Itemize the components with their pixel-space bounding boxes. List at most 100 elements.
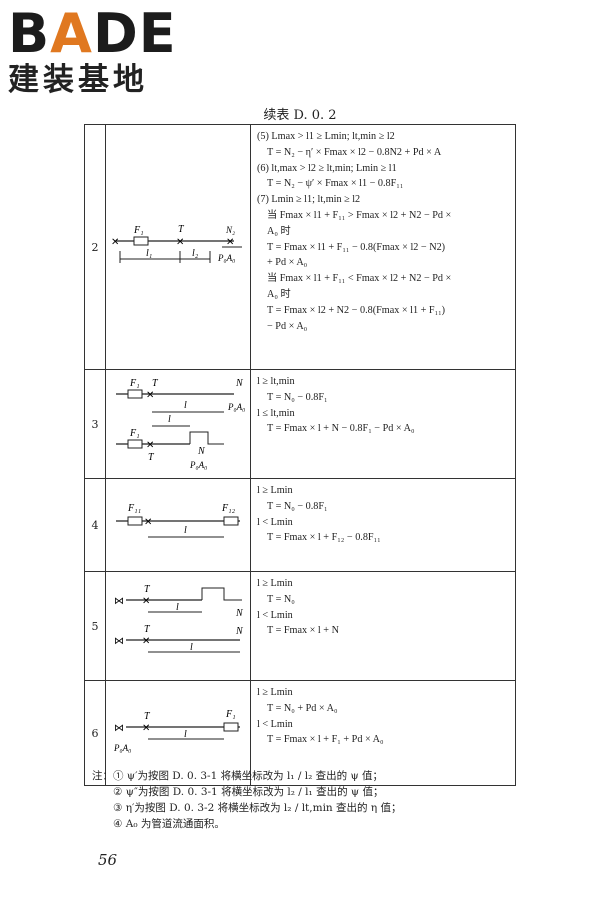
svg-text:⋈: ⋈: [114, 636, 124, 647]
formula-line: l ≤ lt,min: [257, 407, 295, 419]
formula-line: T = N₀: [267, 593, 295, 605]
formula-line: T = Fmax × l + F₁₂ − 0.8F₁₁: [267, 532, 381, 544]
formula-line: l < Lmin: [257, 609, 293, 621]
formula-line: T = N₂ − ψ′ × Fmax × l1 − 0.8F₁₁: [267, 178, 404, 190]
svg-text:F₁₂: F₁₂: [221, 503, 236, 514]
svg-text:l: l: [184, 729, 187, 740]
formula-line: 当 Fmax × l1 + F₁₁ > Fmax × l2 + N2 − Pd …: [267, 209, 452, 221]
svg-text:✕: ✕: [146, 440, 154, 451]
formula-line: A₀ 时: [267, 288, 291, 300]
svg-text:P₀A₀: P₀A₀: [189, 460, 207, 470]
svg-text:N: N: [235, 608, 244, 619]
svg-text:✕: ✕: [142, 723, 150, 734]
svg-text:F₁: F₁: [133, 225, 144, 236]
note-line: 注：① ψ′为按图 D. 0. 3-1 将横坐标改为 l₁ / l₂ 查出的 ψ…: [92, 770, 384, 782]
logo: BADE 建装基地: [8, 2, 178, 99]
svg-text:✕: ✕: [226, 237, 234, 248]
note-line: ④ A₀ 为管道流通面积。: [113, 818, 225, 830]
formula-line: + Pd × A₀: [267, 257, 308, 269]
svg-text:T: T: [148, 452, 155, 463]
formula-line: l ≥ Lmin: [257, 485, 293, 496]
pipe-diagram-3: ✕ F₁ T N P₀A₀ l ✕ F₁ l N T P₀A₀: [116, 378, 245, 470]
formula-line: T = Fmax × l2 + N2 − 0.8(Fmax × l1 + F₁₁…: [267, 304, 446, 316]
table-row: 6 ⋈ ✕ T F₁ l P₀A₀ l ≥ Lmin T = N₀ + Pd ×…: [84, 680, 516, 786]
svg-text:F₁: F₁: [225, 709, 236, 720]
note-line: ② ψ″为按图 D. 0. 3-1 将横坐标改为 l₂ / l₁ 查出的 ψ 值…: [113, 786, 384, 798]
svg-text:T: T: [144, 624, 151, 635]
svg-text:P₀A₀: P₀A₀: [227, 402, 245, 412]
page-number: 56: [98, 851, 118, 869]
formula-line: (6) lt,max > l2 ≥ lt,min; Lmin ≥ l1: [257, 162, 397, 174]
svg-text:P₀A₀: P₀A₀: [217, 253, 235, 263]
svg-text:F₁: F₁: [129, 428, 140, 439]
svg-text:F₁₁: F₁₁: [127, 503, 141, 514]
svg-text:l: l: [190, 642, 193, 653]
svg-text:l: l: [176, 602, 179, 613]
row-diagram: ⋈ ✕ T l N ⋈ ✕ T l N: [105, 571, 251, 681]
svg-text:T: T: [178, 224, 185, 235]
formula-line: (7) Lmin ≥ l1; lt,min ≥ l2: [257, 194, 361, 206]
formula-line: l < Lmin: [257, 516, 293, 528]
table-row: 2 ✕ ✕ ✕ F₁ T l₁ l₂ N₂ P₀A₀ (5): [84, 124, 516, 370]
svg-text:l: l: [168, 414, 171, 425]
row-number: 2: [84, 124, 106, 370]
svg-text:F₁: F₁: [129, 378, 140, 389]
table-notes: 注：① ψ′为按图 D. 0. 3-1 将横坐标改为 l₁ / l₂ 查出的 ψ…: [92, 768, 402, 832]
formula-line: l < Lmin: [257, 718, 293, 730]
svg-text:l: l: [184, 400, 187, 411]
formula-line: T = N₀ − 0.8F₁: [267, 500, 328, 512]
formula-cell: (5) Lmax > l1 ≥ Lmin; lt,min ≥ l2 T = N₂…: [250, 124, 516, 370]
logo-wordmark: BADE: [8, 2, 177, 65]
row-diagram: ✕ F₁₁ F₁₂ l: [105, 478, 251, 572]
svg-text:✕: ✕: [142, 636, 150, 647]
pipe-diagram-2: ✕ ✕ ✕ F₁ T l₁ l₂ N₂ P₀A₀: [111, 224, 242, 263]
formula-line: l ≥ lt,min: [257, 376, 295, 387]
formula-line: T = Fmax × l + F₁ + Pd × A₀: [267, 734, 384, 746]
row-diagram: ✕ ✕ ✕ F₁ T l₁ l₂ N₂ P₀A₀: [105, 124, 251, 370]
row-number: 3: [84, 369, 106, 479]
formula-line: (5) Lmax > l1 ≥ Lmin; lt,min ≥ l2: [257, 131, 395, 142]
svg-text:✕: ✕: [142, 596, 150, 607]
svg-text:l₂: l₂: [192, 248, 199, 259]
formula-line: 当 Fmax × l1 + F₁₁ < Fmax × l2 + N2 − Pd …: [267, 273, 452, 285]
formula-cell: l ≥ lt,min T = N₀ − 0.8F₁ l ≤ lt,min T =…: [250, 369, 516, 479]
formula-cell: l ≥ Lmin T = N₀ − 0.8F₁ l < Lmin T = Fma…: [250, 478, 516, 572]
table-row: 3 ✕ F₁ T N P₀A₀ l ✕ F₁ l N T: [84, 369, 516, 479]
formula-line: T = Fmax × l1 + F₁₁ − 0.8(Fmax × l2 − N2…: [267, 241, 446, 253]
row-number: 4: [84, 478, 106, 572]
row-diagram: ⋈ ✕ T F₁ l P₀A₀: [105, 680, 251, 786]
svg-text:✕: ✕: [144, 517, 152, 528]
row-number: 5: [84, 571, 106, 681]
svg-text:l₁: l₁: [146, 248, 152, 259]
pipe-diagram-4: ✕ F₁₁ F₁₂ l: [116, 503, 240, 538]
svg-text:T: T: [144, 584, 151, 595]
svg-text:✕: ✕: [146, 390, 154, 401]
svg-text:N: N: [197, 446, 206, 457]
formula-line: l ≥ Lmin: [257, 687, 293, 698]
svg-text:N: N: [235, 626, 244, 637]
svg-text:l: l: [184, 525, 187, 536]
table-row: 4 ✕ F₁₁ F₁₂ l l ≥ Lmin T = N₀ − 0.8F₁ l …: [84, 478, 516, 572]
svg-text:T: T: [152, 378, 159, 389]
formula-line: T = Fmax × l + N: [267, 625, 339, 637]
pipe-diagram-6: ⋈ ✕ T F₁ l P₀A₀: [113, 709, 240, 753]
formula-line: l ≥ Lmin: [257, 578, 293, 589]
svg-text:⋈: ⋈: [114, 596, 124, 607]
formula-line: T = N₀ − 0.8F₁: [267, 391, 328, 403]
svg-text:T: T: [144, 711, 151, 722]
table-row: 5 ⋈ ✕ T l N ⋈ ✕ T l N l ≥ Lmin T =: [84, 571, 516, 681]
formula-line: A₀ 时: [267, 225, 291, 237]
note-line: ③ η′为按图 D. 0. 3-2 将横坐标改为 l₂ / lt,min 查出的…: [113, 802, 402, 814]
table-caption: 续表 D. 0. 2: [263, 108, 337, 123]
svg-text:✕: ✕: [176, 237, 184, 248]
svg-text:N₂: N₂: [225, 225, 235, 235]
formula-line: T = Fmax × l + N − 0.8F₁ − Pd × A₀: [267, 423, 415, 435]
svg-text:P₀A₀: P₀A₀: [113, 743, 131, 753]
row-diagram: ✕ F₁ T N P₀A₀ l ✕ F₁ l N T P₀A₀: [105, 369, 251, 479]
formula-table: 2 ✕ ✕ ✕ F₁ T l₁ l₂ N₂ P₀A₀ (5): [84, 124, 516, 786]
formula-line: − Pd × A₀: [267, 320, 308, 332]
pipe-diagram-5: ⋈ ✕ T l N ⋈ ✕ T l N: [114, 584, 244, 653]
logo-subtitle: 建装基地: [8, 62, 148, 98]
svg-text:✕: ✕: [111, 237, 119, 248]
formula-line: T = N₂ − η′ × Fmax × l2 − 0.8N2 + Pd × A: [267, 146, 442, 158]
